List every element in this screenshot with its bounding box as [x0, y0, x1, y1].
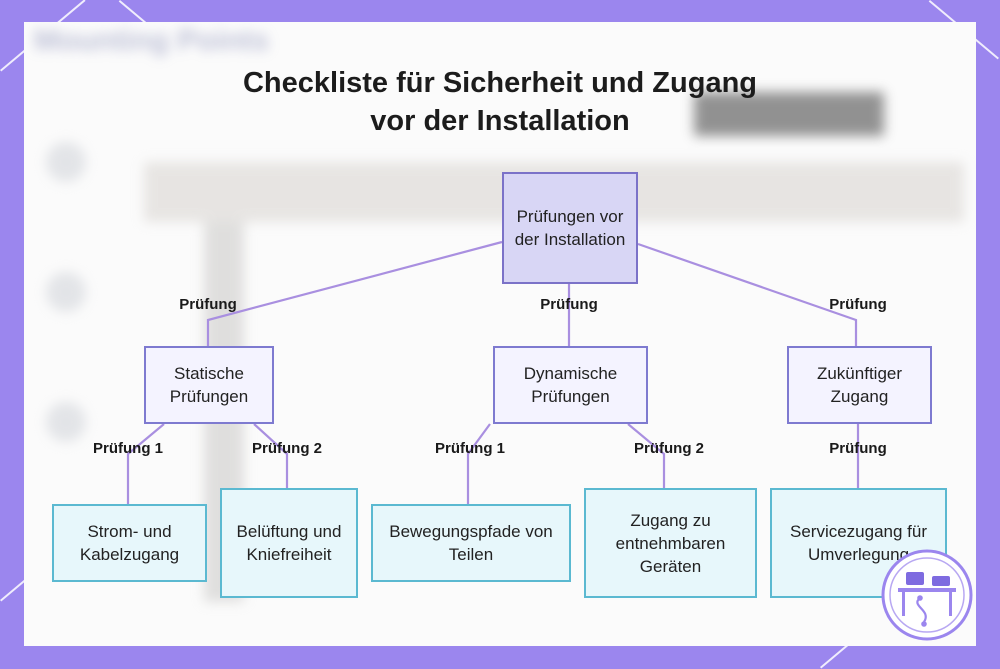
- node-movement-paths: Bewegungspfade von Teilen: [371, 504, 571, 582]
- node-pre-installation-checks: Prüfungen vor der Installation: [502, 172, 638, 284]
- edge-root-static: [208, 242, 502, 346]
- edge-label: Prüfung: [179, 296, 237, 313]
- node-power-cable-access: Strom- und Kabelzugang: [52, 504, 207, 582]
- node-label: Prüfungen vor der Installation: [510, 205, 630, 251]
- edge-static-power: [128, 424, 164, 504]
- node-label: Bewegungspfade von Teilen: [379, 520, 563, 566]
- edge-label: Prüfung 2: [252, 440, 322, 457]
- desk-workstation-icon: [880, 548, 974, 642]
- node-label: Belüftung und Kniefreiheit: [228, 520, 350, 566]
- edge-label: Prüfung: [829, 296, 887, 313]
- edge-dynamic-movement: [468, 424, 490, 504]
- node-removable-devices-access: Zugang zu entnehmbaren Geräten: [584, 488, 757, 598]
- node-ventilation-knee-clearance: Belüftung und Kniefreiheit: [220, 488, 358, 598]
- node-future-access: Zukünftiger Zugang: [787, 346, 932, 424]
- node-label: Statische Prüfungen: [152, 362, 266, 408]
- node-label: Zukünftiger Zugang: [795, 362, 924, 408]
- node-label: Zugang zu entnehmbaren Geräten: [592, 509, 749, 578]
- node-static-checks: Statische Prüfungen: [144, 346, 274, 424]
- node-label: Strom- und Kabelzugang: [60, 520, 199, 566]
- edge-label: Prüfung 2: [634, 440, 704, 457]
- diagram-panel: Mounting Points Checkliste für Sicherhei…: [24, 22, 976, 646]
- edge-label: Prüfung 1: [93, 440, 163, 457]
- node-label: Dynamische Prüfungen: [501, 362, 640, 408]
- node-dynamic-checks: Dynamische Prüfungen: [493, 346, 648, 424]
- edge-label: Prüfung: [540, 296, 598, 313]
- edge-root-future: [638, 244, 856, 346]
- edge-label: Prüfung 1: [435, 440, 505, 457]
- edge-label: Prüfung: [829, 440, 887, 457]
